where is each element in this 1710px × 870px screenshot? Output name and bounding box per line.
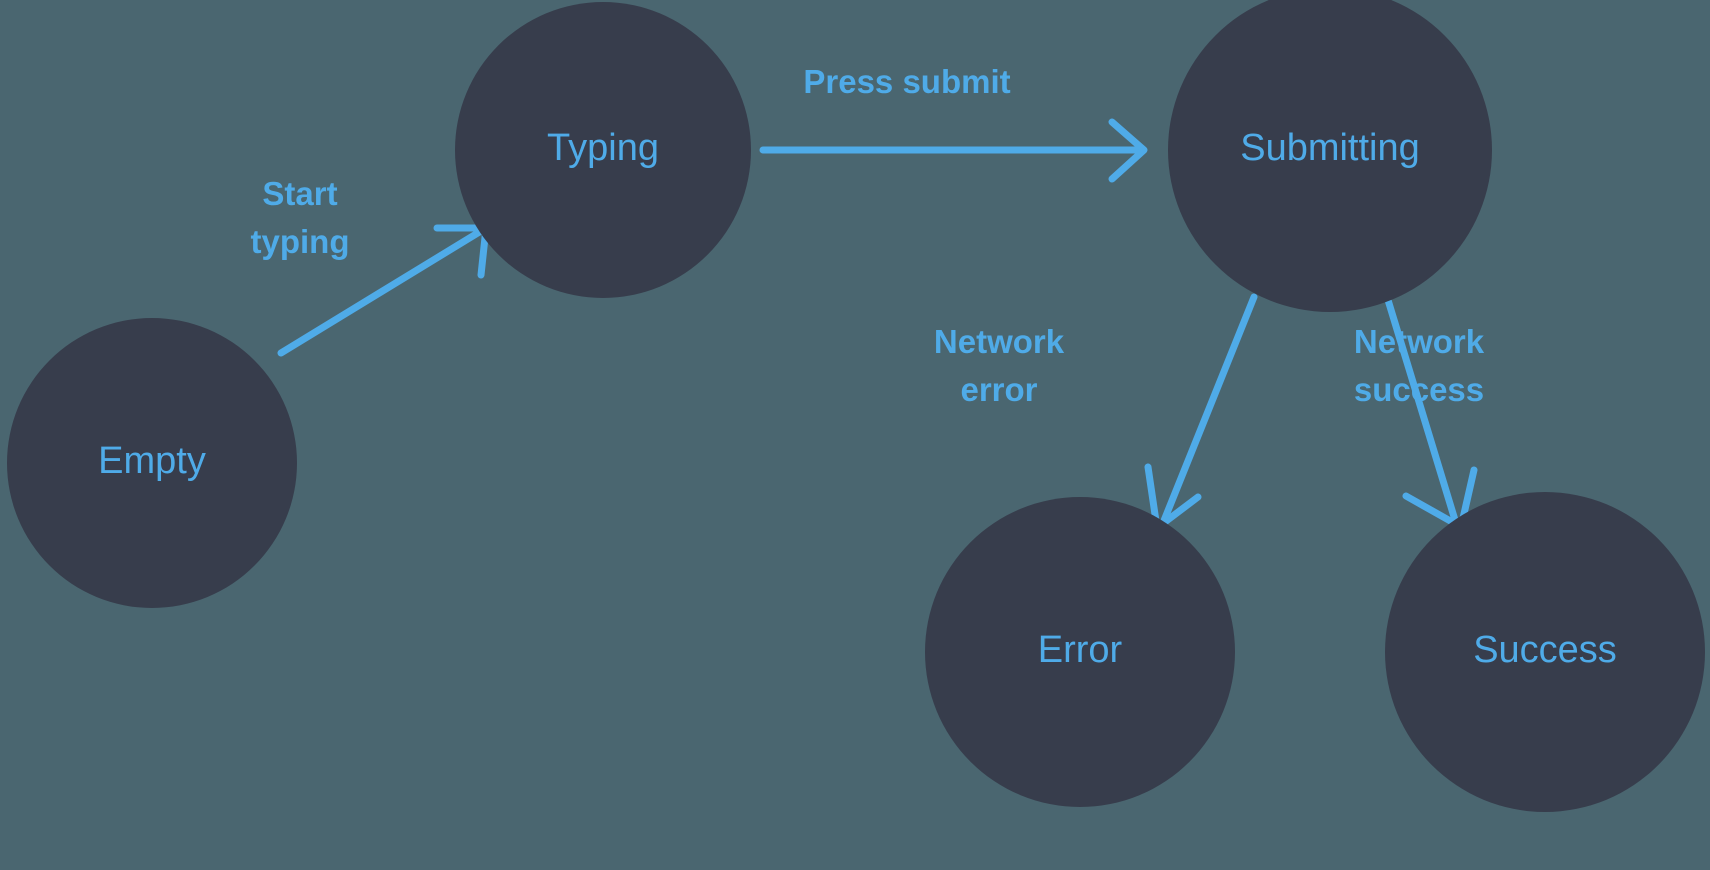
state-node-typing-label: Typing xyxy=(547,127,659,169)
state-node-typing-circle xyxy=(455,2,751,298)
edge-submitting-to-error[interactable] xyxy=(1144,293,1258,532)
edge-submitting-to-error-line xyxy=(1159,293,1258,527)
edge-label-network-success-line-1: Network xyxy=(1354,323,1485,360)
state-node-success-circle xyxy=(1385,492,1705,812)
state-node-submitting-circle xyxy=(1168,0,1492,312)
edge-label-network-error: Network error xyxy=(934,323,1065,408)
edge-label-network-error-line-2: error xyxy=(960,371,1037,408)
state-node-typing[interactable]: Typing xyxy=(455,2,751,298)
edge-typing-to-submitting[interactable] xyxy=(759,118,1148,183)
edge-label-start-typing-line-1: Start xyxy=(262,175,337,212)
edge-label-network-error-line-1: Network xyxy=(934,323,1065,360)
edge-label-start-typing-line-2: typing xyxy=(251,223,350,260)
state-node-error[interactable]: Error xyxy=(925,497,1235,807)
edge-label-network-success: Network success xyxy=(1354,323,1485,408)
state-node-success[interactable]: Success xyxy=(1385,492,1705,812)
state-node-error-label: Error xyxy=(1038,629,1123,671)
state-node-submitting[interactable]: Submitting xyxy=(1168,0,1492,312)
state-node-empty-circle xyxy=(7,318,297,608)
state-node-empty-label: Empty xyxy=(98,440,206,482)
edge-typing-to-submitting-arrowhead xyxy=(1108,118,1148,183)
state-node-success-label: Success xyxy=(1473,629,1617,671)
edge-empty-to-typing-line xyxy=(277,227,485,357)
state-node-empty[interactable]: Empty xyxy=(7,318,297,608)
edge-submitting-to-success-line xyxy=(1384,296,1459,524)
edge-label-press-submit: Press submit xyxy=(803,63,1010,100)
edge-label-network-success-line-2: success xyxy=(1354,371,1484,408)
edge-label-press-submit-line-1: Press submit xyxy=(803,63,1010,100)
edge-label-start-typing: Start typing xyxy=(251,175,350,260)
state-node-error-circle xyxy=(925,497,1235,807)
state-node-submitting-label: Submitting xyxy=(1240,127,1420,169)
